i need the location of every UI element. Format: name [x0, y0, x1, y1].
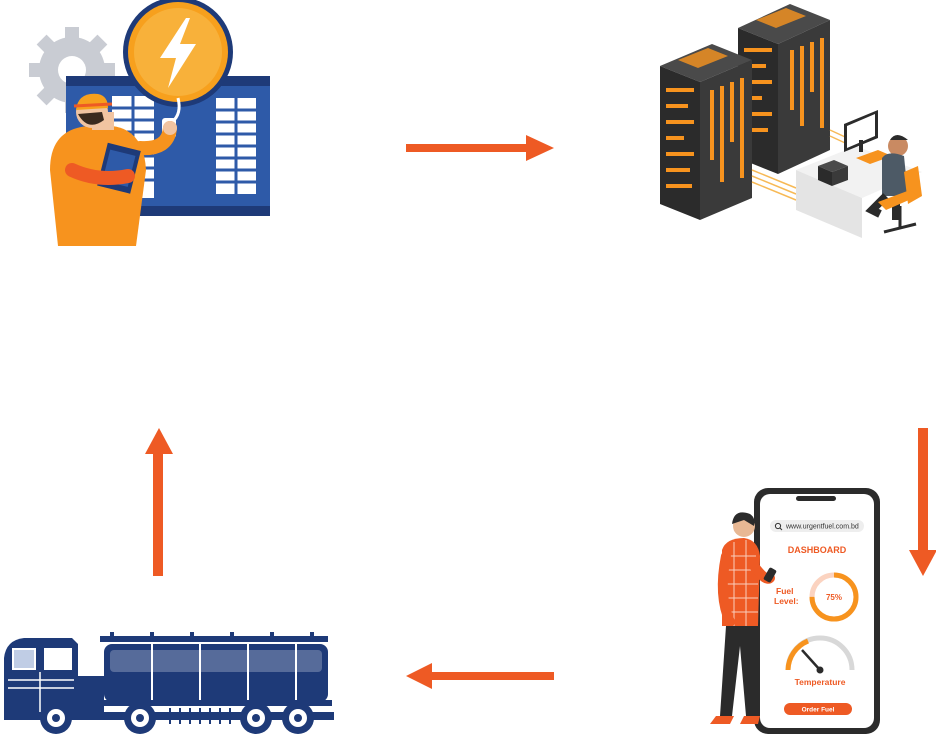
arrow-server-to-phone	[909, 428, 936, 576]
man-with-phone-figure	[710, 512, 777, 724]
worker-figure	[50, 93, 177, 246]
server-rack-icon	[738, 4, 830, 174]
fuel-level-value: 75%	[826, 593, 842, 602]
fuel-label-line2: Level:	[774, 596, 799, 606]
fuel-generator-worker-icon	[29, 0, 270, 246]
fuel-gauge-fill	[809, 572, 859, 622]
order-fuel-button[interactable]	[784, 703, 852, 715]
arrow-truck-to-generator	[145, 428, 173, 576]
temperature-label: Temperature	[795, 677, 846, 687]
operator-figure	[865, 135, 908, 220]
truck-cab	[4, 638, 104, 720]
fuel-tank	[100, 632, 332, 706]
arrow-phone-to-truck	[406, 663, 554, 689]
lightning-icon	[123, 0, 233, 107]
fuel-label-line1: Fuel	[776, 586, 793, 596]
mobile-dashboard-icon: www.urgentfuel.com.bd DASHBOARD Fuel Lev…	[710, 488, 880, 734]
server-monitoring-icon	[660, 4, 922, 238]
dashboard-title: DASHBOARD	[788, 545, 847, 555]
fuel-tanker-truck-icon	[4, 632, 334, 734]
url-text: www.urgentfuel.com.bd	[785, 524, 859, 531]
truck-wheels	[40, 702, 314, 734]
phone-notch	[796, 496, 836, 501]
order-fuel-button-label: Order Fuel	[802, 707, 835, 714]
temperature-gauge	[785, 635, 855, 674]
chair-icon	[878, 166, 922, 234]
arrow-generator-to-server	[406, 135, 554, 161]
url-bar	[770, 520, 864, 532]
search-icon	[774, 522, 783, 531]
monitor-icon	[844, 110, 878, 152]
